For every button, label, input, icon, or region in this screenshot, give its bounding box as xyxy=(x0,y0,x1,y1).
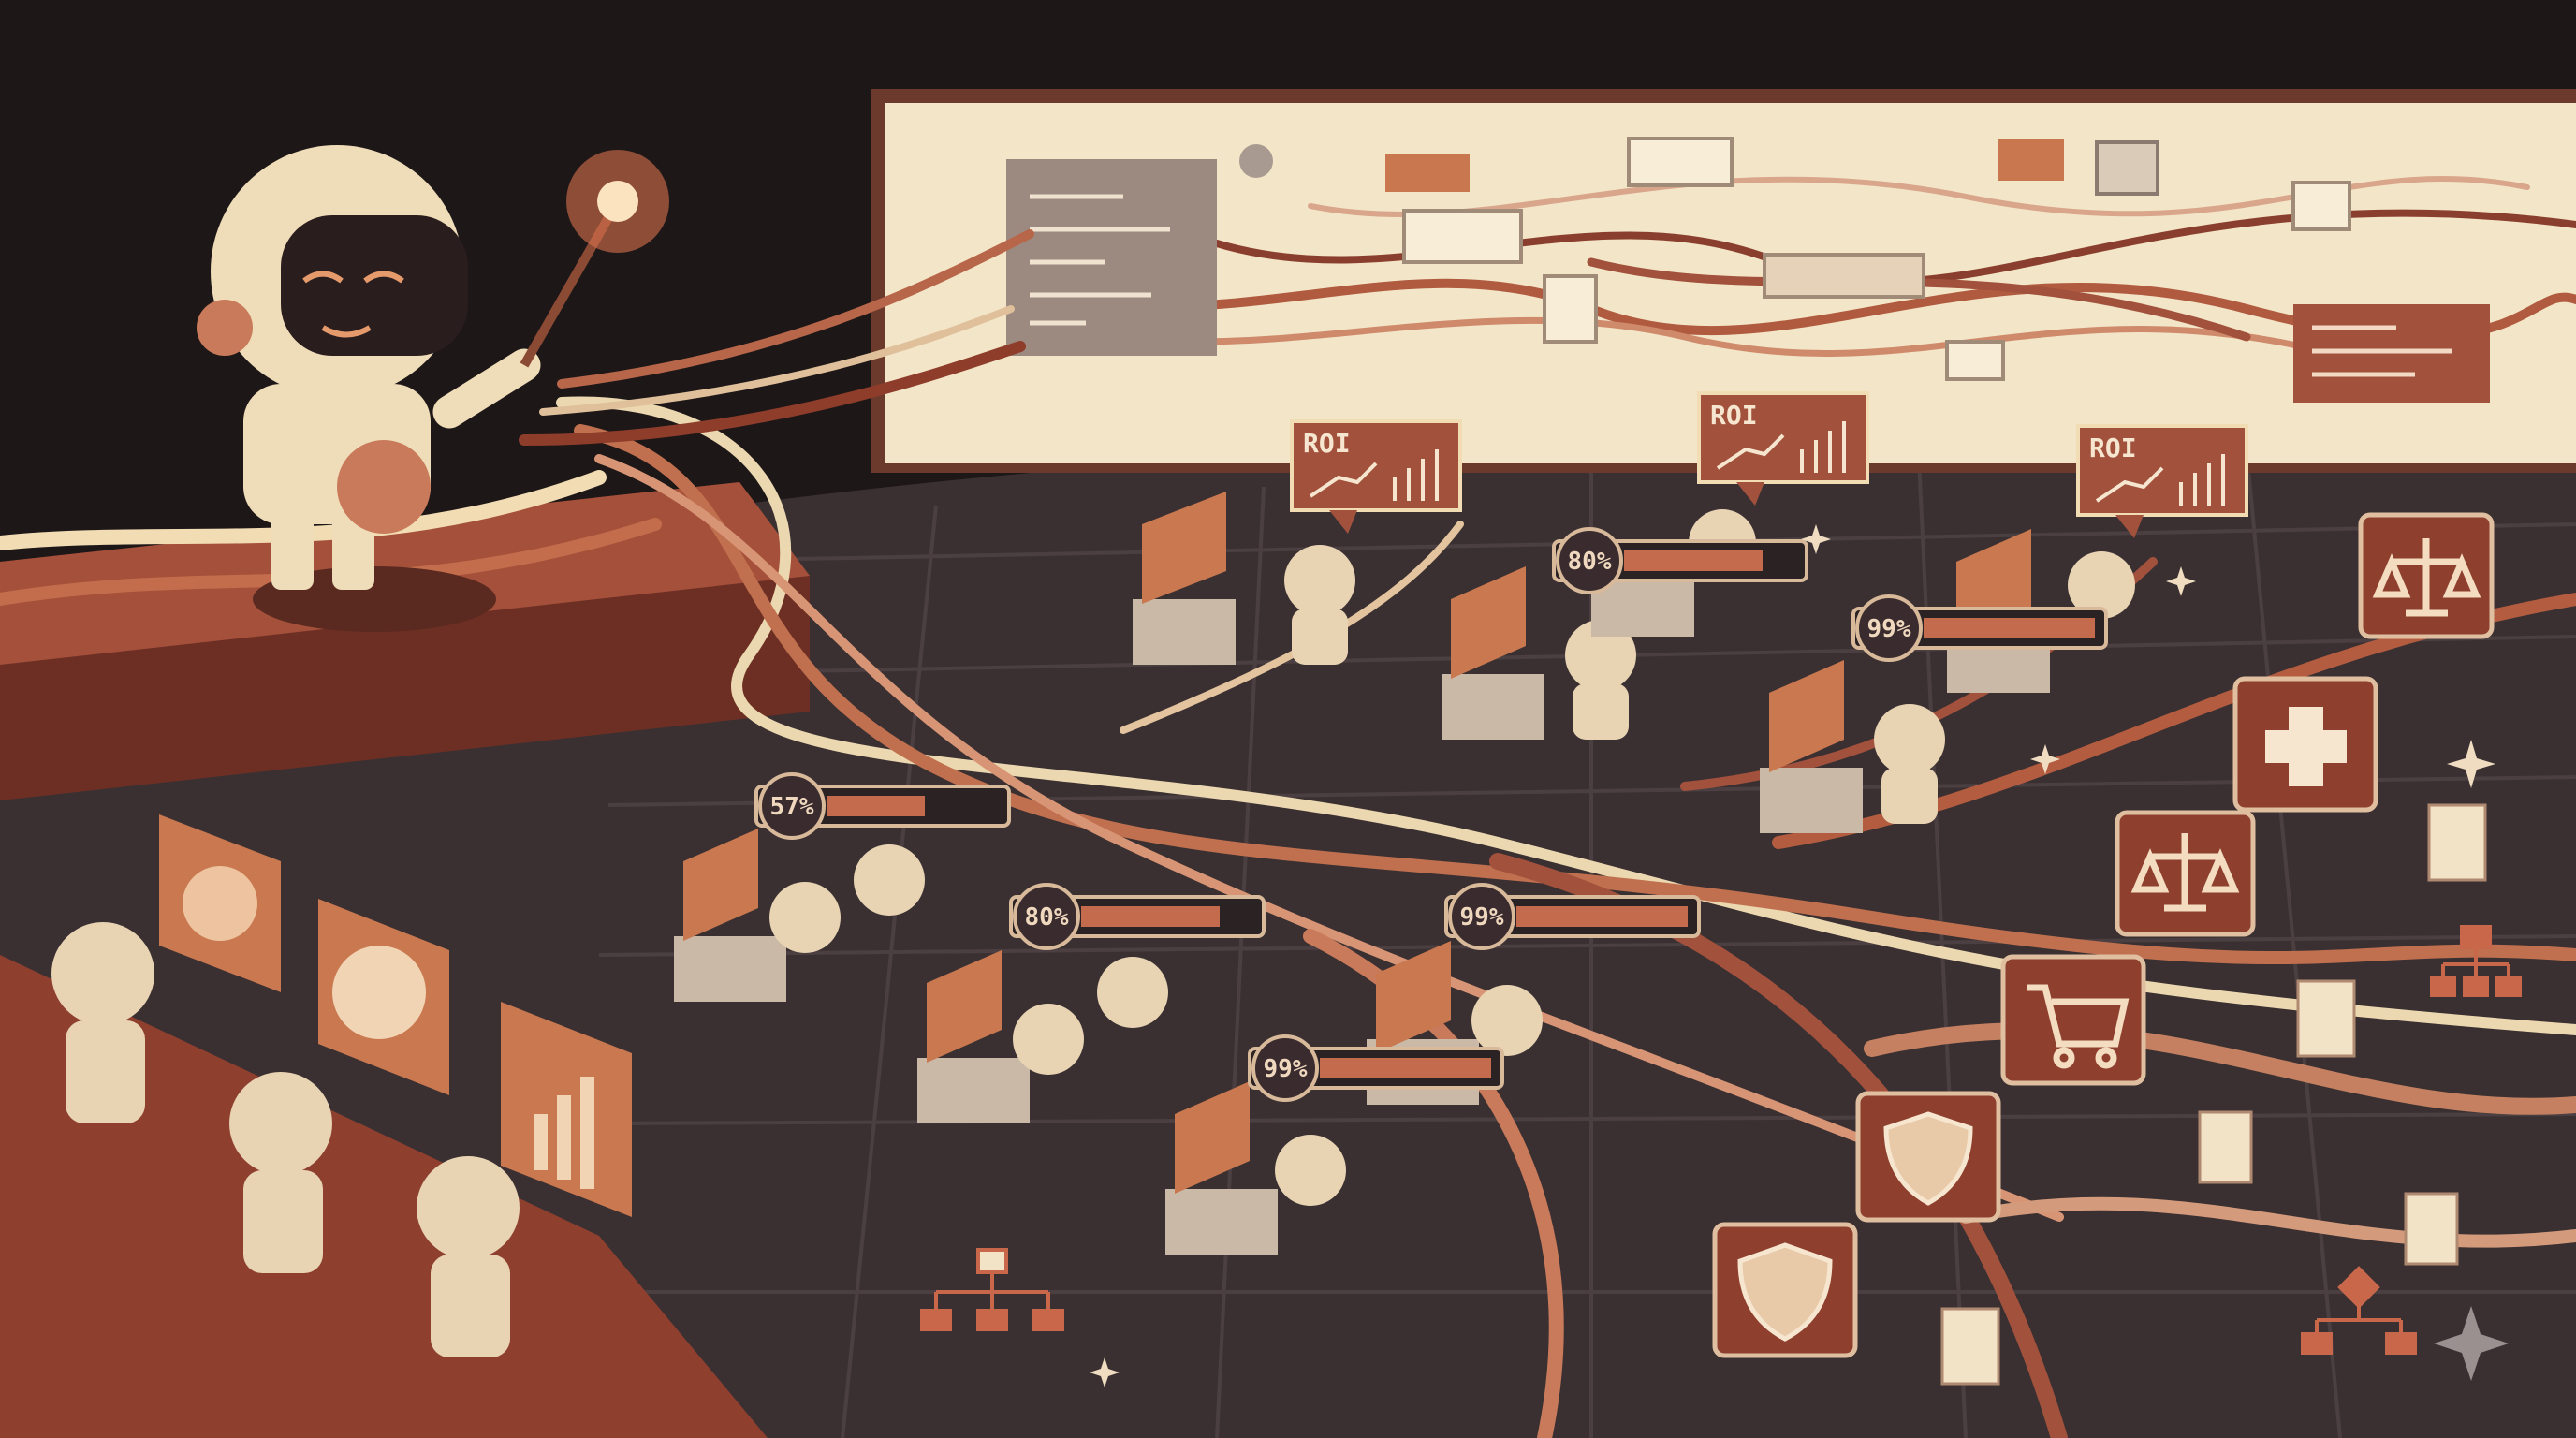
service-tile xyxy=(2115,810,2256,937)
progress-bar: 57% xyxy=(754,772,1011,840)
shield-icon xyxy=(1737,1242,1833,1342)
board-card xyxy=(1402,209,1523,264)
progress-fill xyxy=(827,796,925,816)
document-icon xyxy=(1940,803,2487,1386)
scales-icon xyxy=(2372,538,2481,617)
service-tile xyxy=(1712,1222,1858,1358)
progress-fill xyxy=(1924,618,2095,638)
board-card xyxy=(1006,159,1217,356)
presenter-robot xyxy=(197,145,669,632)
service-tile xyxy=(1855,1091,2001,1223)
dashboard-platform xyxy=(0,955,768,1438)
progress-bar: 99% xyxy=(1852,594,2108,662)
progress-label: 80% xyxy=(1568,548,1612,576)
org-chart-icon xyxy=(920,1248,1064,1331)
progress-fill xyxy=(1516,906,1688,927)
board-card xyxy=(2095,140,2159,196)
pie-chart-icon xyxy=(1239,144,1273,178)
shopping-cart-icon xyxy=(2027,984,2130,1069)
worker-desks xyxy=(674,492,2135,1255)
progress-bar: 80% xyxy=(1552,527,1808,594)
flowchart-icon xyxy=(2301,1266,2417,1355)
board-card xyxy=(1945,340,2005,381)
service-tile xyxy=(2000,954,2146,1086)
roi-label: ROI xyxy=(1303,428,1351,459)
board-card xyxy=(1543,274,1598,344)
roi-label: ROI xyxy=(2089,433,2137,463)
scales-icon xyxy=(2130,833,2240,912)
progress-label: 99% xyxy=(1264,1055,1308,1083)
service-tile xyxy=(2358,512,2495,639)
dashboard-robot xyxy=(51,922,520,1357)
roi-label: ROI xyxy=(1710,400,1758,431)
sparkle-icon xyxy=(1090,524,2509,1387)
progress-label: 57% xyxy=(770,793,814,821)
roi-card: ROI xyxy=(1290,419,1462,534)
board-card xyxy=(2291,181,2351,231)
dashboard-screens xyxy=(159,814,632,1217)
progress-label: 80% xyxy=(1025,903,1069,932)
org-chart-icon xyxy=(2430,925,2522,997)
progress-fill xyxy=(1081,906,1220,927)
service-tile xyxy=(2232,676,2378,813)
medical-cross-icon xyxy=(2265,707,2347,786)
progress-fill xyxy=(1624,550,1763,571)
progress-label: 99% xyxy=(1460,903,1504,932)
progress-fill xyxy=(1320,1058,1491,1078)
board-card xyxy=(1998,139,2064,181)
progress-bar: 80% xyxy=(1009,883,1266,950)
board-card xyxy=(1763,253,1925,299)
roi-card: ROI xyxy=(1697,391,1869,506)
roi-card: ROI xyxy=(2076,424,2248,538)
board-card xyxy=(1385,154,1470,192)
board-card xyxy=(1627,137,1734,187)
progress-bar: 99% xyxy=(1248,1034,1504,1102)
progress-label: 99% xyxy=(1867,615,1911,643)
progress-bar: 99% xyxy=(1444,883,1701,950)
shield-icon xyxy=(1883,1111,1973,1206)
